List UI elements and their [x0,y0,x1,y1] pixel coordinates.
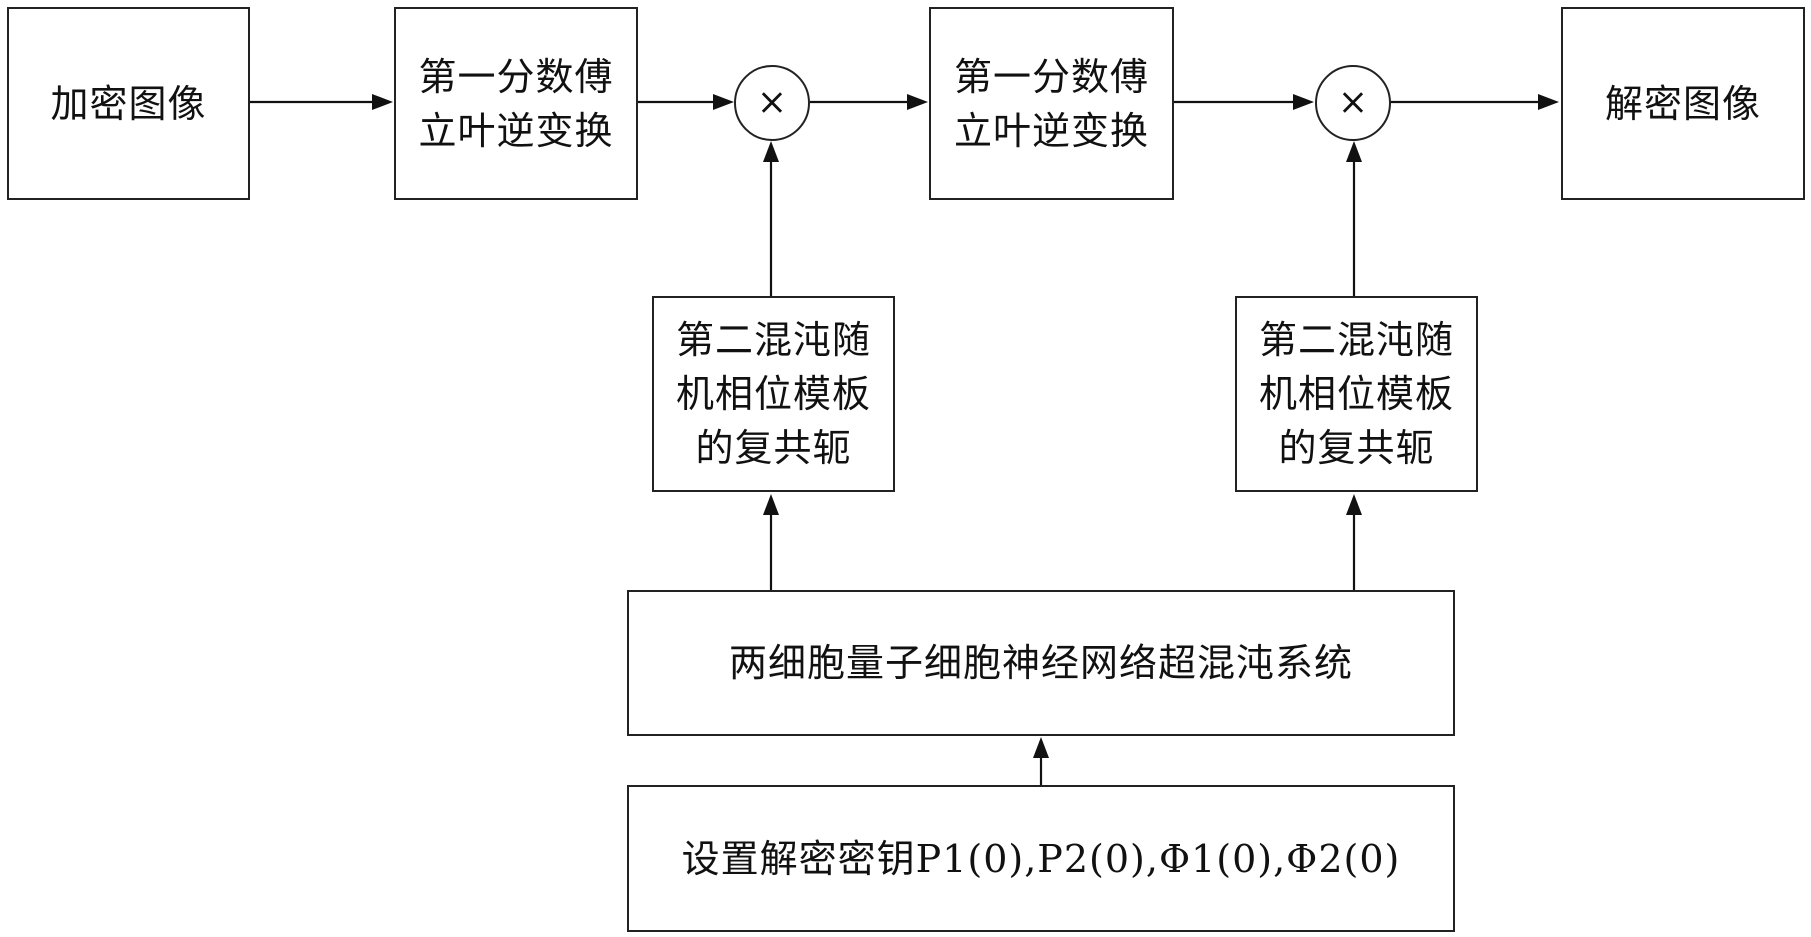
multiplier-node-1: × [734,65,810,141]
arrowhead-mult2 [1293,94,1314,110]
arrowhead-mult1 [713,94,734,110]
ifrft-box-2: 第一分数傅 立叶逆变换 [929,7,1174,200]
encrypted-image-box: 加密图像 [7,7,250,200]
arrowhead-ifrft1 [372,94,393,110]
multiplier-node-2: × [1315,65,1391,141]
conjugate-mask-box-1: 第二混沌随 机相位模板 的复共轭 [652,296,895,492]
conjugate-mask-label-1: 第二混沌随 机相位模板 的复共轭 [675,318,871,470]
hyperchaos-system-box: 两细胞量子细胞神经网络超混沌系统 [627,590,1455,736]
multiply-icon: × [1337,82,1369,123]
arrowhead-ifrft2 [907,94,928,110]
ifrft-box-1: 第一分数傅 立叶逆变换 [394,7,638,200]
conjugate-mask-label-2: 第二混沌随 机相位模板 的复共轭 [1258,318,1454,470]
decrypted-image-label: 解密图像 [1604,81,1761,126]
decryption-key-box: 设置解密密钥P1(0),P2(0),Φ1(0),Φ2(0) [627,785,1455,932]
ifrft-label-1: 第一分数傅 立叶逆变换 [418,54,614,153]
hyperchaos-system-label: 两细胞量子细胞神经网络超混沌系统 [728,641,1353,685]
decrypted-image-box: 解密图像 [1561,7,1805,200]
arrowhead-mult1-up [763,141,779,162]
decryption-key-label: 设置解密密钥P1(0),P2(0),Φ1(0),Φ2(0) [681,836,1401,881]
arrowhead-decrypted [1538,94,1559,110]
conjugate-mask-box-2: 第二混沌随 机相位模板 的复共轭 [1235,296,1478,492]
ifrft-label-2: 第一分数傅 立叶逆变换 [953,54,1149,153]
arrowhead-mask2-up [1346,494,1362,515]
arrowhead-mult2-up [1346,141,1362,162]
arrowhead-mask1-up [763,494,779,515]
arrowhead-system-up [1033,737,1049,758]
multiply-icon: × [756,82,788,123]
encrypted-image-label: 加密图像 [50,81,207,126]
